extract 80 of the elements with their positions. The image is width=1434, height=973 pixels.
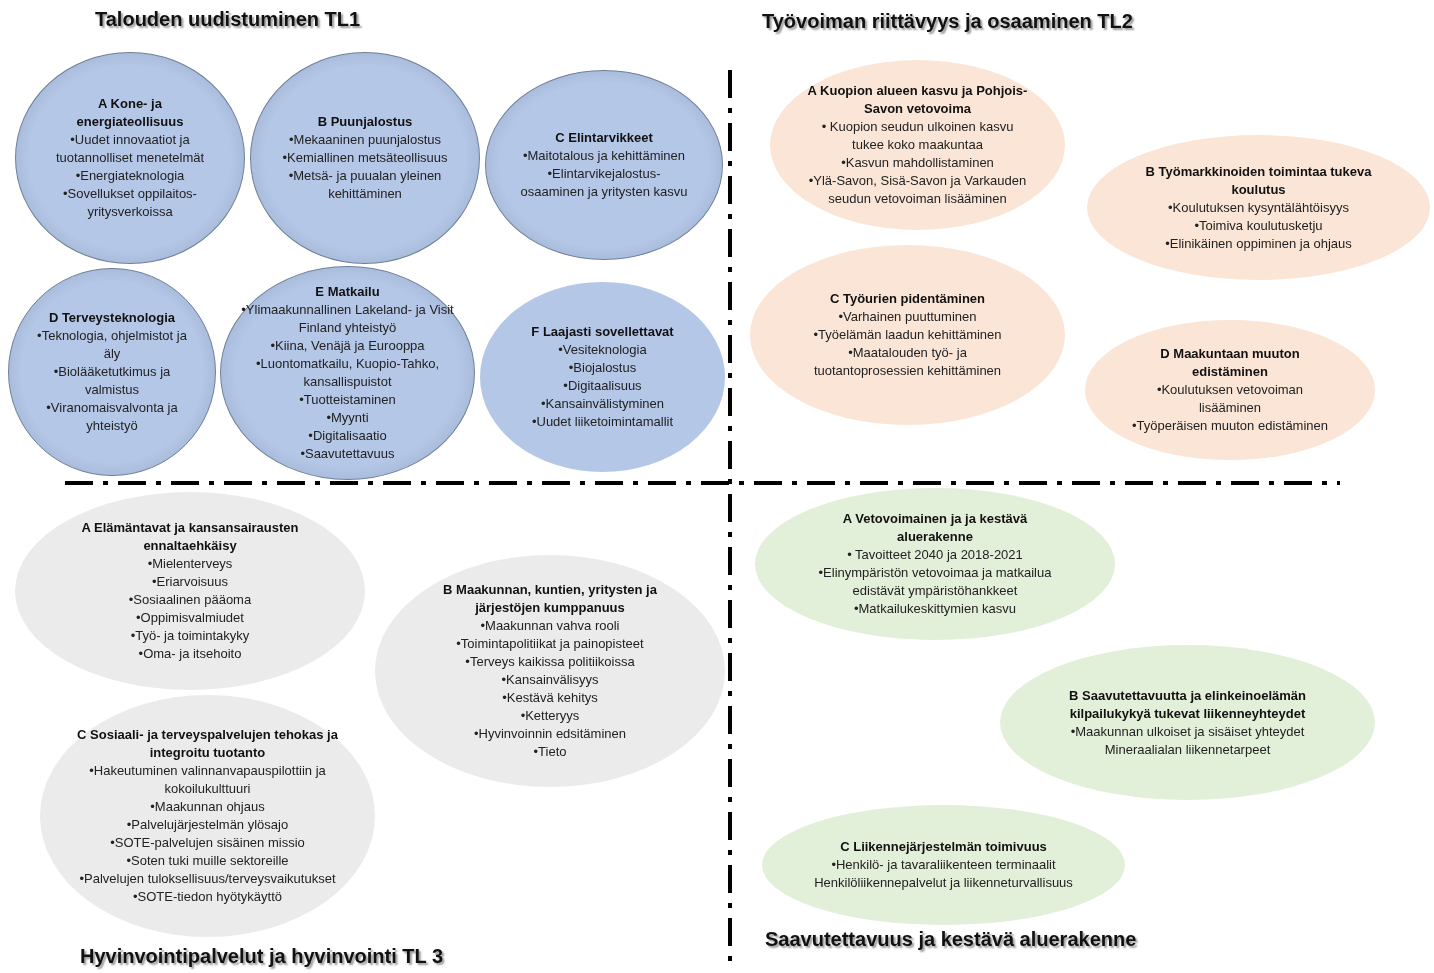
bullet-item: •Oppimisvalmiudet (135, 609, 245, 627)
bullet-item: •Kemiallinen metsäteollisuus (282, 149, 448, 167)
bullet-item: •Eriarvoisuus (150, 573, 230, 591)
bullet-item: •Metsä- ja puualan yleinen kehittäminen (287, 167, 443, 203)
bullet-item: •Mielenterveys (146, 555, 234, 573)
topic-heading: C Työurien pidentäminen (828, 290, 987, 308)
topic-heading: B Puunjalostus (316, 113, 414, 131)
bullet-item: •Sovellukset oppilaitos-yritysverkoissa (62, 185, 198, 221)
bullet-item: • Tavoitteet 2040 ja 2018-2021 (846, 546, 1024, 564)
bullet-item: •Luontomatkailu, Kuopio-Tahko, kansallispuistot (254, 355, 441, 391)
bullet-item: •Henkilö- ja tavaraliikenteen terminaalit Henkilöliikennepalvelut ja liikenneturvallisuus (813, 856, 1074, 892)
topic-heading: A Elämäntavat ja kansansairausten ennaltaehkäisy (80, 519, 300, 555)
bullet-item: •Biolääketutkimus ja valmistus (52, 363, 172, 399)
topic-heading: C Liikennejärjestelmän toimivuus (839, 838, 1048, 856)
topic-heading: B Saavutettavuutta ja elinkeinoelämän kilpailukykyä tukevat liikenneyhteydet (1068, 686, 1307, 723)
bullet-item: •Kiina, Venäjä ja Eurooppa (269, 337, 426, 355)
bullet-item: •Toimiva koulutusketju (1193, 216, 1324, 235)
bullet-item: •Tuotteistaminen (298, 391, 397, 409)
bullet-item: •Biojalostus (567, 359, 638, 377)
bullet-item: •Kansainvälisyys (500, 671, 600, 689)
bullet-item: •Soten tuki muille sektoreille (125, 852, 290, 870)
bullet-item: •Elinympäristön vetovoimaa ja matkailua edistävät ympäristöhankkeet (817, 564, 1053, 600)
bullet-item: •Elinikäinen oppiminen ja ohjaus (1164, 234, 1353, 253)
topic-heading: A Kone- ja energiateollisuus (75, 95, 185, 131)
topic-heading: A Kuopion alueen kasvu ja Pohjois-Savon vetovoima (807, 82, 1028, 118)
bullet-item: •Mekaaninen puunjalostus (288, 131, 442, 149)
bullet-item: •Kestävä kehitys (501, 689, 599, 707)
bullet-item: •Toimintapolitiikat ja painopisteet (455, 635, 645, 653)
section-heading: Työvoiman riittävyys ja osaaminen TL2 (762, 10, 1133, 33)
bullet-item: •Matkailukeskittymien kasvu (852, 600, 1018, 618)
bullet-item: •Teknologia, ohjelmistot ja äly (36, 327, 188, 363)
bullet-item: •Maitotalous ja kehittäminen (521, 147, 687, 165)
bullet-item: •Ketteryys (519, 707, 581, 725)
bullet-item: •SOTE-tiedon hyötykäyttö (131, 888, 284, 906)
bullet-item: •Maatalouden työ- ja tuotantoprosessien kehittäminen (812, 344, 1003, 380)
bullet-item: •Digitaalisuus (562, 377, 643, 395)
bullet-item: •Uudet liiketoimintamallit (530, 413, 675, 431)
bullet-item: •Työelämän laadun kehittäminen (812, 326, 1003, 344)
bullet-item: •Maakunnan ulkoiset ja sisäiset yhteydet Mineraalialan liikennetarpeet (1069, 722, 1306, 759)
bullet-item: •Työ- ja toimintakyky (129, 627, 251, 645)
bullet-item: •Viranomaisvalvonta ja yhteistyö (45, 399, 179, 435)
topic-heading: D Maakuntaan muuton edistäminen (1159, 345, 1301, 381)
topic-heading: B Työmarkkinoiden toimintaa tukeva koulutus (1144, 162, 1373, 199)
bullet-item: •Uudet innovaatiot ja tuotannolliset menetelmät (54, 131, 206, 167)
topic-heading: A Vetovoimainen ja ja kestävä aluerakenne (841, 510, 1029, 546)
bullet-item: •Varhainen puuttuminen (837, 308, 978, 326)
bullet-item: •Vesiteknologia (557, 341, 648, 359)
bullet-item: •Myynti (325, 409, 370, 427)
bullet-item: •Oma- ja itsehoito (137, 645, 243, 663)
bullet-item: •Hyvinvoinnin edsitäminen (473, 725, 627, 743)
bullet-item: •Ylimaakunnallinen Lakeland- ja Visit Finland yhteistyö (240, 301, 455, 337)
bullet-item: •Hakeutuminen valinnanvapauspilottiin ja kokoilukulttuuri (88, 762, 327, 798)
bullet-item: •Ylä-Savon, Sisä-Savon ja Varkauden seudun vetovoiman lisääminen (807, 172, 1028, 208)
bullet-item: •Kasvun mahdollistaminen (840, 154, 995, 172)
bullet-item: •Digitalisaatio (307, 427, 388, 445)
bullet-item: •Terveys kaikissa politiikoissa (464, 653, 636, 671)
topic-heading: D Terveysteknologia (47, 309, 177, 327)
bullet-item: •Maakunnan ohjaus (149, 798, 266, 816)
topic-heading: E Matkailu (314, 283, 381, 301)
section-heading: Saavutettavuus ja kestävä aluerakenne (765, 928, 1137, 951)
bullet-item: •Sosiaalinen pääoma (127, 591, 253, 609)
section-heading: Talouden uudistuminen TL1 (95, 8, 361, 31)
section-heading: Hyvinvointipalvelut ja hyvinvointi TL 3 (80, 945, 444, 968)
topic-heading: F Laajasti sovellettavat (530, 323, 675, 341)
bullet-item: •SOTE-palvelujen sisäinen missio (109, 834, 306, 852)
topic-heading: C Elintarvikkeet (554, 129, 654, 147)
bullet-item: •Energiateknologia (74, 167, 186, 185)
bullet-item: •Tieto (532, 743, 568, 761)
bullet-item: •Kansainvälistyminen (539, 395, 666, 413)
bullet-item: •Palvelujen tuloksellisuus/terveysvaikutukset (78, 870, 337, 888)
bullet-item: •Palvelujärjestelmän ylösajo (125, 816, 290, 834)
bullet-item: •Elintarvikejalostus-osaaminen ja yritysten kasvu (519, 165, 689, 201)
bullet-item: •Maakunnan vahva rooli (479, 617, 621, 635)
bullet-item: •Koulutuksen vetovoiman lisääminen (1155, 381, 1305, 417)
bullet-item: •Työperäisen muuton edistäminen (1130, 417, 1330, 435)
topic-heading: C Sosiaali- ja terveyspalvelujen tehokas ja integroitu tuotanto (76, 726, 339, 762)
bullet-item: •Koulutuksen kysyntälähtöisyys (1167, 198, 1350, 217)
bullet-item: • Kuopion seudun ulkoinen kasvu tukee koko maakuntaa (820, 118, 1015, 154)
topic-heading: B Maakunnan, kuntien, yritysten ja järjestöjen kumppanuus (442, 581, 658, 617)
bullet-item: •Saavutettavuus (299, 445, 396, 463)
